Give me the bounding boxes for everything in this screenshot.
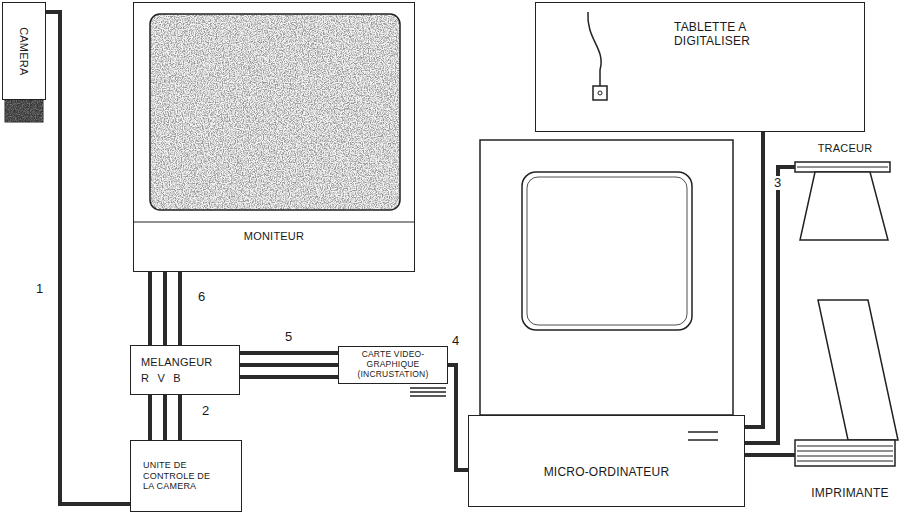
callout-number: 4	[450, 334, 461, 348]
printer: IMPRIMANTE	[795, 265, 905, 505]
cable-line	[745, 453, 795, 457]
callout-number: 2	[200, 404, 211, 418]
cable	[240, 353, 338, 377]
plotter-bar	[795, 162, 890, 172]
cable-line	[178, 272, 182, 345]
cable-line	[148, 395, 152, 440]
node-label: R V B	[141, 372, 181, 385]
cable	[46, 12, 130, 504]
cable	[745, 167, 795, 443]
computer-box: MICRO-ORDINATEUR	[468, 415, 745, 507]
monitor-divider	[133, 222, 415, 223]
cable	[150, 272, 180, 345]
node-label: MICRO-ORDINATEUR	[544, 466, 670, 480]
plotter-bar-stripe	[797, 167, 888, 168]
node-label: MONITEUR	[244, 230, 304, 243]
cable-line	[240, 375, 338, 379]
callout-number: 1	[34, 282, 45, 296]
callout-number: 3	[772, 176, 783, 190]
cable-line	[240, 351, 338, 355]
camera-box: CAMERA	[2, 2, 46, 100]
callout-number: 6	[196, 290, 207, 304]
pen-dot	[598, 91, 602, 95]
camera-control-box: UNITE DE CONTROLE DE LA CAMERA	[130, 440, 242, 512]
cable-line	[178, 395, 182, 440]
cable-line	[240, 363, 338, 367]
monitor-box: MONITEUR	[133, 2, 415, 272]
card-stack	[410, 388, 446, 396]
computer-screen	[522, 172, 692, 330]
cable	[448, 365, 468, 470]
plotter: TRACEUR	[795, 140, 895, 245]
node-label: CAMERA	[18, 27, 31, 75]
cable-line	[448, 365, 468, 470]
pen-puck	[593, 86, 607, 100]
mixer-box: MELANGEUR R V B	[130, 345, 240, 395]
node-label: UNITE DE CONTROLE DE LA CAMERA	[143, 460, 215, 491]
computer-monitor	[480, 140, 733, 415]
monitor-screen-frame	[150, 14, 400, 210]
printer-paper	[818, 300, 898, 440]
tablet-box: TABLETTE A DIGITALISER	[535, 2, 865, 132]
video-card-box: CARTE VIDEO-GRAPHIQUE (INCRUSTATION)	[338, 346, 448, 384]
drive-slot	[688, 431, 718, 433]
printer-base	[795, 440, 895, 466]
cable	[150, 395, 180, 440]
printer-base-stripes	[797, 446, 893, 461]
node-label: MELANGEUR	[141, 356, 212, 369]
cable-line	[163, 395, 167, 440]
plotter-stand	[800, 172, 888, 240]
cable-line	[163, 272, 167, 345]
drive-slot	[688, 439, 718, 441]
callout-number: 5	[283, 330, 294, 344]
monitor-screen	[150, 14, 400, 210]
cable	[745, 132, 763, 427]
camera-lens	[5, 100, 43, 122]
node-label: CARTE VIDEO-GRAPHIQUE (INCRUSTATION)	[343, 350, 443, 379]
computer-screen-inner	[527, 177, 687, 325]
pen-cable	[588, 12, 601, 86]
cable-line	[745, 167, 795, 443]
cable-line	[745, 132, 763, 427]
node-label: TRACEUR	[818, 142, 873, 155]
cable-line	[46, 12, 130, 504]
cable-line	[148, 272, 152, 345]
node-label: TABLETTE A DIGITALISER	[674, 21, 824, 49]
camera-lens-texture	[5, 100, 43, 122]
cable	[745, 455, 795, 456]
node-label: IMPRIMANTE	[811, 487, 888, 501]
